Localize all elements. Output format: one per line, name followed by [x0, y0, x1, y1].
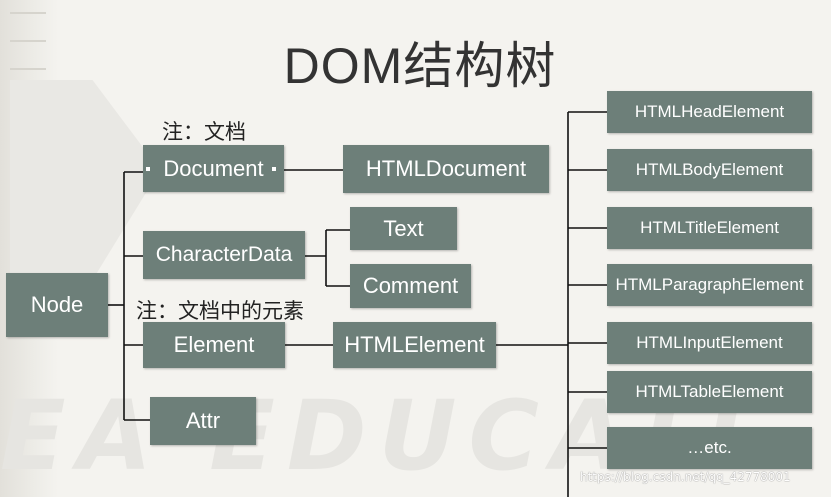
- html-body-element-label: HTMLBodyElement: [635, 160, 784, 179]
- html-title-element-label: HTMLTitleElement: [640, 218, 779, 237]
- source-url: https://blog.csdn.net/qq_42778001: [580, 470, 791, 484]
- etc-label: …etc.: [687, 438, 732, 457]
- element-note: 注：文档中的元素: [136, 299, 304, 323]
- html-document-box: HTMLDocument: [343, 145, 549, 193]
- selection-handle: [272, 167, 276, 171]
- html-paragraph-element-box: HTMLParagraphElement: [607, 264, 812, 306]
- html-head-element-label: HTMLHeadElement: [634, 102, 785, 121]
- document-box: Document: [143, 145, 284, 192]
- comment-label: Comment: [362, 273, 459, 298]
- html-table-element-label: HTMLTableElement: [635, 382, 784, 401]
- etc-box: …etc.: [607, 427, 812, 469]
- node-label: Node: [30, 292, 84, 317]
- html-input-element-box: HTMLInputElement: [607, 322, 812, 364]
- element-box: Element: [143, 322, 285, 368]
- html-paragraph-element-label: HTMLParagraphElement: [615, 275, 804, 294]
- character-data-box: CharacterData: [143, 231, 305, 279]
- document-label: Document: [163, 155, 264, 181]
- html-input-element-label: HTMLInputElement: [636, 333, 783, 352]
- node-box: Node: [6, 273, 108, 337]
- paper-tick: [10, 12, 46, 14]
- page-title: DOM结构树: [283, 38, 557, 94]
- paper-tick: [10, 68, 46, 70]
- html-head-element-box: HTMLHeadElement: [607, 91, 812, 133]
- text-box: Text: [350, 207, 457, 250]
- html-table-element-box: HTMLTableElement: [607, 371, 812, 413]
- document-note: 注：文档: [162, 120, 246, 144]
- character-data-label: CharacterData: [155, 243, 293, 266]
- element-label: Element: [173, 332, 255, 357]
- html-document-label: HTMLDocument: [365, 156, 527, 181]
- text-label: Text: [383, 215, 424, 241]
- html-element-label: HTMLElement: [344, 332, 485, 357]
- selection-handle: [146, 167, 150, 171]
- attr-box: Attr: [150, 397, 256, 445]
- html-title-element-box: HTMLTitleElement: [607, 207, 812, 249]
- paper-tick: [10, 40, 46, 42]
- html-body-element-box: HTMLBodyElement: [607, 149, 812, 191]
- html-element-box: HTMLElement: [333, 322, 496, 368]
- attr-label: Attr: [185, 408, 221, 433]
- comment-box: Comment: [350, 264, 471, 308]
